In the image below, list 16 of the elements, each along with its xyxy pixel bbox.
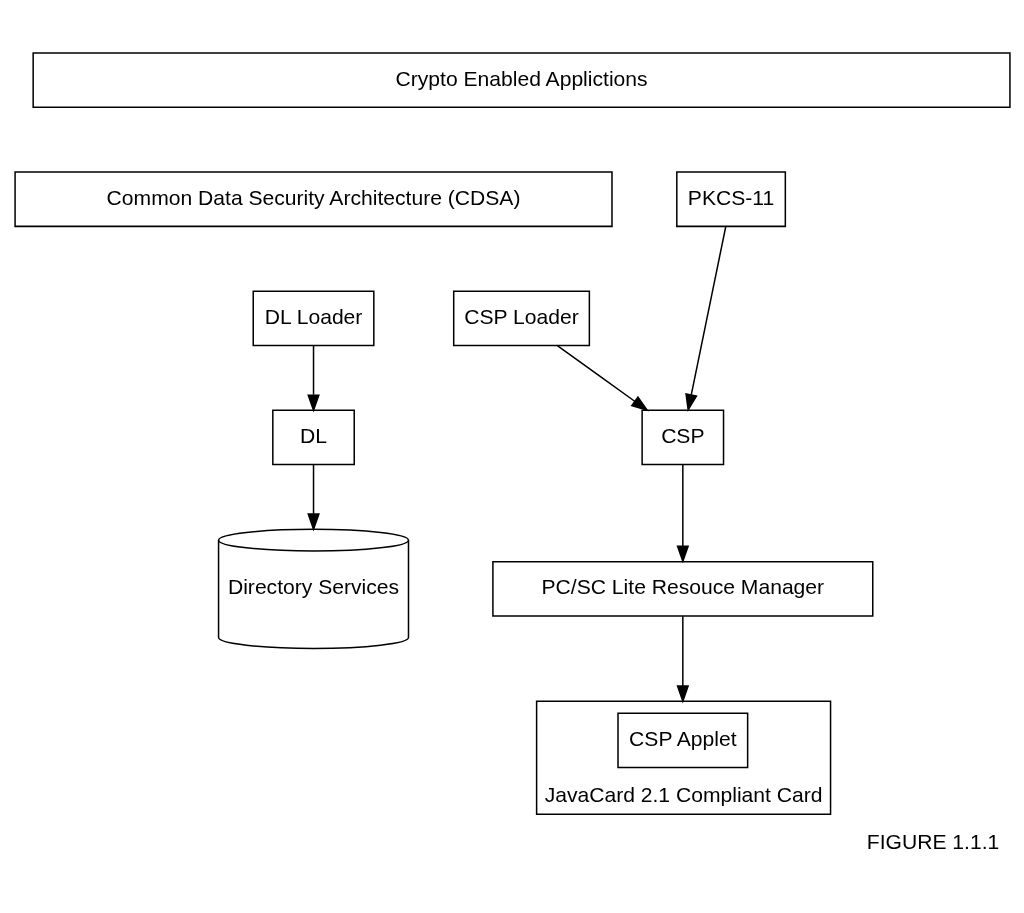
node-box: PKCS-11 bbox=[675, 170, 786, 227]
arrow bbox=[676, 615, 689, 703]
arrow bbox=[676, 463, 689, 564]
node-box: PC/SC Lite Resouce Manager bbox=[491, 560, 873, 617]
node-box: CSP Loader bbox=[452, 289, 590, 346]
caption: FIGURE 1.1.1 bbox=[866, 829, 999, 853]
node-box: CSP Applet bbox=[616, 712, 748, 768]
arrow bbox=[306, 344, 320, 412]
arrow bbox=[306, 463, 320, 531]
node-box: DL bbox=[271, 409, 355, 465]
node-box: Common Data Security Architecture (CDSA) bbox=[13, 170, 613, 227]
arrow bbox=[684, 225, 726, 412]
node-box: DL Loader bbox=[252, 289, 375, 346]
node-box: CSP bbox=[640, 409, 724, 465]
arrow bbox=[556, 344, 649, 412]
node-box: Crypto Enabled Applictions bbox=[31, 51, 1011, 108]
